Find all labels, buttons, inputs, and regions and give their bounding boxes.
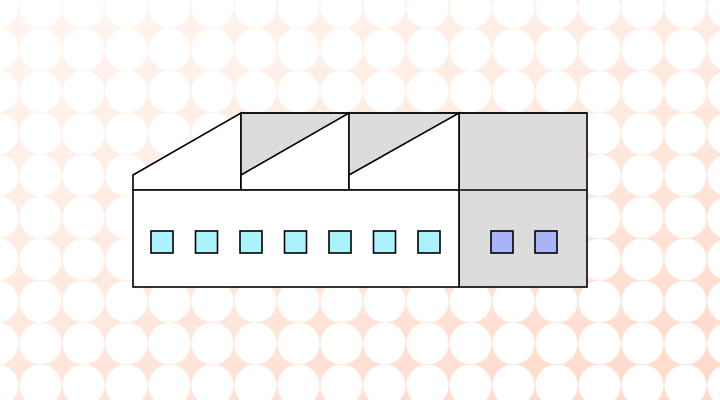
factory-window: [194, 230, 219, 254]
factory-window: [328, 230, 352, 254]
annex-window: [490, 230, 514, 254]
roof-section-1: [132, 111, 242, 191]
factory-window: [372, 230, 397, 254]
factory-window: [283, 230, 308, 254]
factory-window: [239, 230, 263, 254]
factory-window: [417, 230, 441, 254]
annex-window: [534, 230, 558, 254]
factory-window: [150, 230, 174, 254]
annex-building: [458, 112, 588, 288]
